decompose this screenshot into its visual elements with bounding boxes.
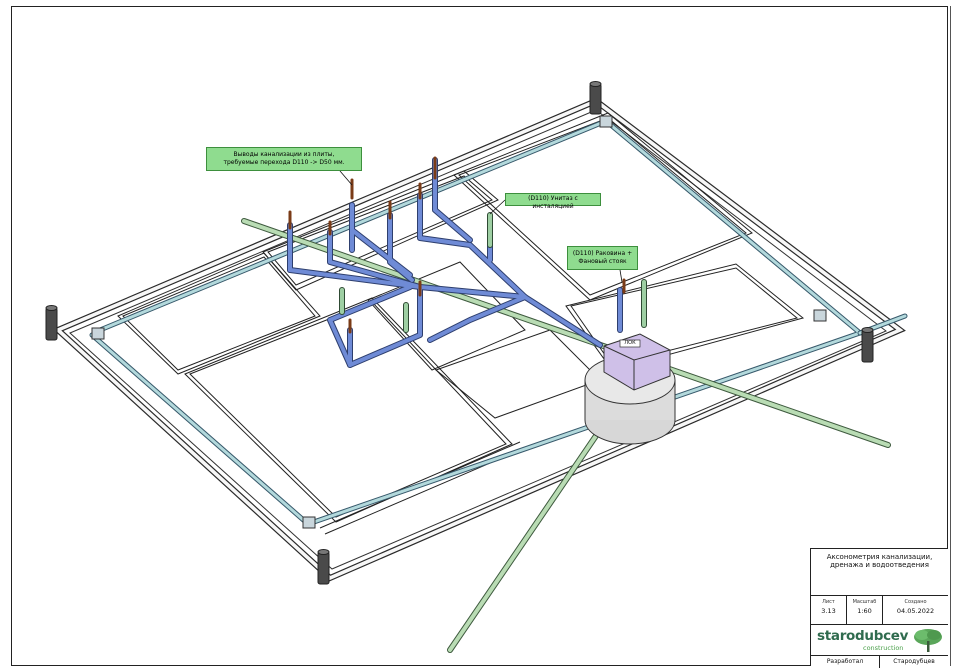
sheet-meta: Лист 3.13 Масштаб 1:60 Создано 04.05.202… <box>811 596 948 625</box>
callout-outlets-line-1: Выводы канализации из плиты, <box>233 151 335 158</box>
logo-subtitle: construction <box>863 644 904 652</box>
callout-outlets-line-2: требуемые перехода D110 -> D50 мм. <box>223 159 345 166</box>
drawing-title-line-2: дренажа и водоотведения <box>830 561 929 569</box>
sheet-edge-line <box>950 6 951 666</box>
drawing-title: Аксонометрия канализации, дренажа и водо… <box>811 549 948 596</box>
created-value: 04.05.2022 <box>896 607 935 615</box>
callout-outlets: Выводы канализации из плиты, требуемые п… <box>206 147 362 171</box>
scale-cell: Масштаб 1:60 <box>847 596 883 624</box>
callout-sink: (D110) Раковина + Фановый стояк <box>567 246 638 270</box>
inspection-wells <box>91 115 827 529</box>
callout-sink-line-2: Фановый стояк <box>578 258 627 265</box>
sheet-number-cell: Лист 3.13 <box>811 596 847 624</box>
scale-value: 1:60 <box>857 607 872 615</box>
drawing-title-line-1: Аксонометрия канализации, <box>826 553 933 561</box>
corner-posts <box>45 81 874 585</box>
sheet-frame <box>11 6 948 666</box>
author-row: Разработал Стародубцев <box>811 656 948 668</box>
sewer-pipes <box>287 157 623 368</box>
septic-tank <box>584 333 676 445</box>
sheet-label: Лист <box>822 599 835 605</box>
author-value: Стародубцев <box>893 658 935 665</box>
callout-leaders <box>339 170 623 283</box>
logo-name: starodubcev <box>817 628 909 644</box>
title-block: Аксонометрия канализации, дренажа и водо… <box>810 548 948 668</box>
created-label: Создано <box>904 599 927 605</box>
tree-icon <box>914 629 942 652</box>
strip-foundations <box>117 112 805 535</box>
callout-toilet-text: (D110) Унитаз с инсталяцией <box>528 195 578 210</box>
drainage-pipes <box>89 118 908 527</box>
callout-toilet: (D110) Унитаз с инсталяцией <box>505 193 601 210</box>
author-label: Разработал <box>811 656 880 668</box>
company-logo: starodubcev construction <box>811 625 948 656</box>
sheet-value: 3.13 <box>821 607 836 615</box>
created-cell: Создано 04.05.2022 <box>883 596 948 624</box>
scale-label: Масштаб <box>852 599 877 605</box>
green-risers <box>339 212 647 333</box>
outlet-stubs <box>288 156 626 334</box>
tank-label: ЛОК <box>624 340 636 346</box>
callout-sink-line-1: (D110) Раковина + <box>572 250 633 257</box>
tank-label-box <box>619 339 641 348</box>
